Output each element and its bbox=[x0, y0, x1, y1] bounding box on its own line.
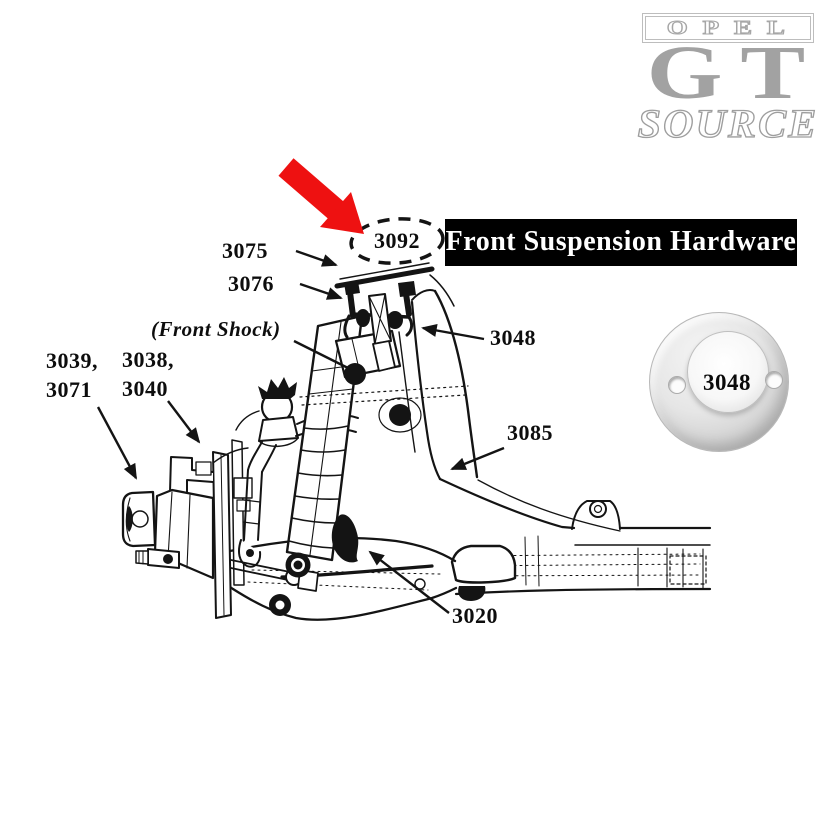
callout-arrows bbox=[96, 249, 505, 614]
part-label-3040-line2: 3040 bbox=[122, 376, 168, 401]
arrow-3085 bbox=[450, 446, 505, 471]
part-label-3038-3040: 3038, 3040 bbox=[122, 345, 174, 403]
part-label-3092-highlighted: 3092 bbox=[374, 228, 420, 253]
halftone-texture-lines bbox=[299, 385, 469, 406]
opel-gt-source-logo: OPEL GT SOURCE bbox=[626, 13, 830, 144]
logo-source-text: SOURCE bbox=[637, 101, 819, 146]
leader-front-shock bbox=[293, 339, 349, 370]
arrow-3048 bbox=[421, 324, 485, 341]
washer-center-boss bbox=[687, 331, 769, 413]
arrow-3075 bbox=[295, 249, 338, 267]
logo-gt-text: GT bbox=[646, 31, 824, 115]
part-label-3075: 3075 bbox=[222, 238, 268, 263]
arrow-3038-3040 bbox=[167, 400, 201, 444]
opel-badge: OPEL bbox=[642, 13, 814, 43]
part-label-3076: 3076 bbox=[228, 271, 274, 296]
shock-tower bbox=[378, 274, 479, 481]
bump-stop bbox=[331, 514, 359, 563]
part-label-3038-line1: 3038, bbox=[122, 347, 174, 372]
tower-reference-dot bbox=[389, 404, 411, 426]
part-label-3048: 3048 bbox=[490, 325, 536, 350]
crossmember-rail bbox=[438, 477, 712, 601]
arrow-3076 bbox=[299, 282, 343, 300]
washer-hole-right bbox=[765, 371, 783, 389]
shock-reference-dot bbox=[344, 363, 366, 385]
part-label-3039-line1: 3039, bbox=[46, 348, 98, 373]
arrow-3020 bbox=[368, 550, 450, 614]
title-banner: Front Suspension Hardware bbox=[445, 219, 797, 266]
part-label-3085: 3085 bbox=[507, 420, 553, 445]
part-label-3071-line2: 3071 bbox=[46, 377, 92, 402]
suspension-drawing bbox=[121, 262, 712, 621]
part-label-3020: 3020 bbox=[452, 603, 498, 628]
washer-part-number: 3048 bbox=[703, 370, 751, 395]
part-label-front-shock: (Front Shock) bbox=[151, 317, 281, 341]
logo-opel-text: OPEL bbox=[666, 16, 800, 39]
hub-spindle-assembly bbox=[121, 439, 253, 619]
dashed-highlight-ellipse-3092 bbox=[349, 217, 445, 265]
arrow-3039-3071 bbox=[96, 406, 138, 480]
part-label-3039-3071: 3039, 3071 bbox=[46, 346, 98, 404]
washer-hole-left bbox=[668, 376, 686, 394]
opel-badge-inner-border: OPEL bbox=[645, 16, 811, 40]
bushings bbox=[269, 552, 311, 616]
knuckle-balljoint bbox=[230, 377, 359, 592]
part-photo-3048: 3048 bbox=[649, 312, 789, 452]
red-highlight-arrow bbox=[278, 158, 364, 234]
